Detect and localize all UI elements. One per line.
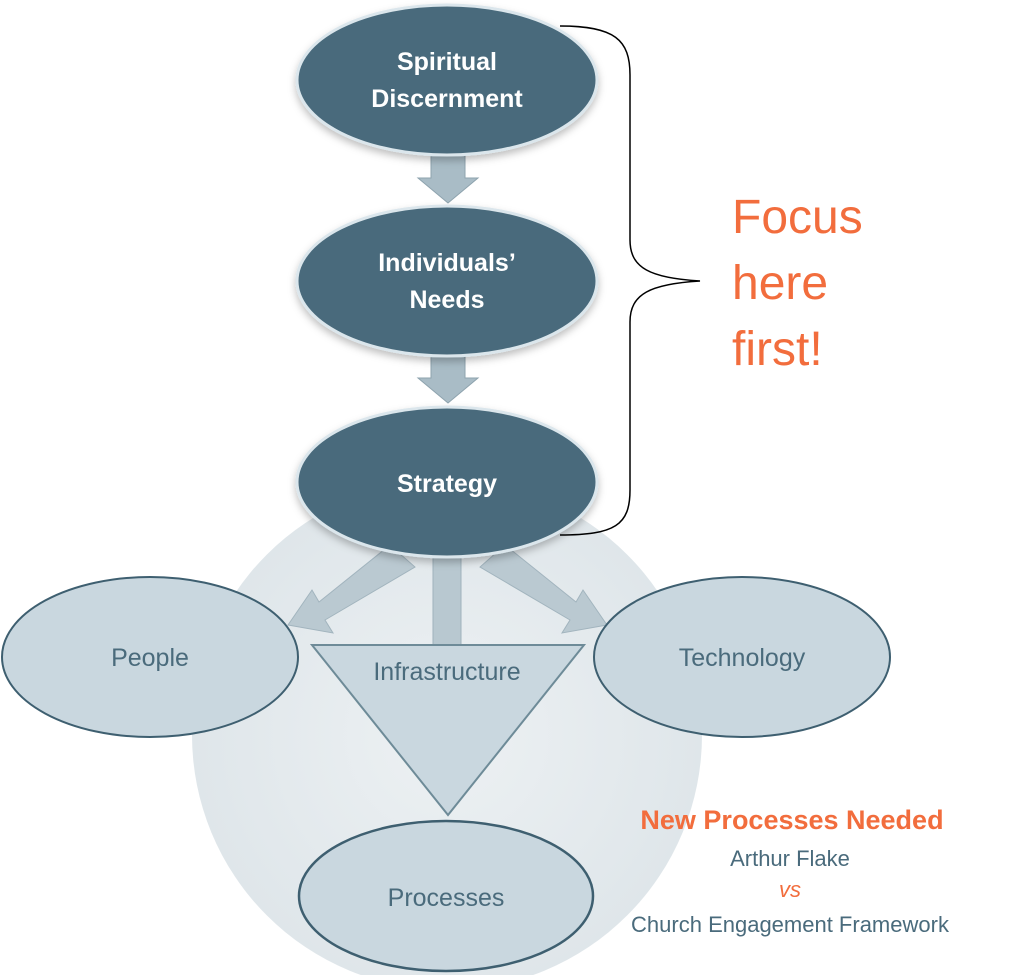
node-individuals-needs [295, 204, 599, 358]
arrow-strategy-to-technology [479, 544, 608, 634]
note-vs: vs [779, 877, 801, 902]
note-framework: Church Engagement Framework [631, 912, 950, 937]
focus-line-1: Focus [732, 191, 863, 244]
arrow-strategy-to-people [287, 544, 416, 634]
node-technology [593, 576, 891, 738]
label-needs: Needs [409, 286, 484, 314]
note-arthur-flake: Arthur Flake [730, 846, 850, 871]
note-title: New Processes Needed [640, 805, 943, 835]
label-infrastructure: Infrastructure [373, 658, 520, 686]
focus-line-3: first! [732, 323, 823, 376]
focus-line-2: here [732, 257, 828, 310]
arrow-needs-to-strategy [416, 351, 480, 404]
node-strategy [295, 405, 599, 559]
node-processes [297, 819, 595, 973]
label-processes: Processes [388, 884, 505, 912]
label-individuals: Individuals’ [378, 249, 516, 277]
node-people [1, 576, 299, 738]
label-strategy: Strategy [397, 470, 497, 498]
arrow-strategy-to-infrastructure [432, 549, 462, 646]
node-infrastructure [309, 644, 587, 817]
label-people: People [111, 644, 189, 672]
focus-brace [559, 25, 701, 536]
label-discernment: Discernment [371, 85, 523, 113]
label-spiritual: Spiritual [397, 48, 497, 76]
node-spiritual-discernment [295, 3, 599, 157]
label-technology: Technology [679, 644, 806, 672]
arrow-discernment-to-needs [416, 151, 480, 204]
